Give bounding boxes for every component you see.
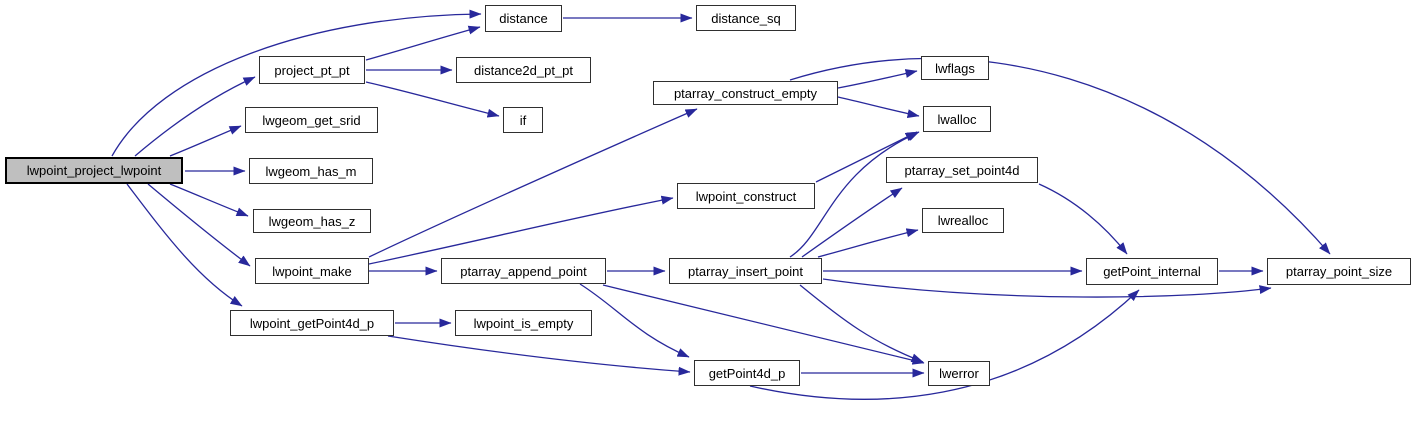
node-lwerror[interactable]: lwerror	[928, 361, 990, 386]
node-distance_sq[interactable]: distance_sq	[696, 5, 796, 31]
node-lwpoint_is_empty[interactable]: lwpoint_is_empty	[455, 310, 592, 336]
node-lwflags[interactable]: lwflags	[921, 56, 989, 80]
edge-ptarray_construct_empty-lwflags	[837, 69, 918, 89]
node-ptarray_set_point4d[interactable]: ptarray_set_point4d	[886, 157, 1038, 183]
edge-project_pt_pt-distance	[365, 25, 481, 61]
node-distance2d_pt_pt[interactable]: distance2d_pt_pt	[456, 57, 591, 83]
edge-lwpoint_construct-lwalloc	[815, 131, 918, 183]
edge-lwpoint_project_lwpoint-lwpoint_make	[147, 183, 251, 267]
edge-ptarray_construct_empty-ptarray_point_size	[789, 57, 1331, 255]
edge-lwpoint_project_lwpoint-lwgeom_has_z	[169, 183, 249, 217]
edge-ptarray_set_point4d-getPoint_internal	[1038, 183, 1128, 255]
edge-ptarray_append_point-lwerror	[602, 284, 925, 365]
node-ptarray_append_point[interactable]: ptarray_append_point	[441, 258, 606, 284]
edge-ptarray_insert_point-lwrealloc	[817, 228, 919, 258]
node-ptarray_point_size[interactable]: ptarray_point_size	[1267, 258, 1411, 285]
edge-ptarray_append_point-getPoint4d_p	[579, 283, 690, 358]
edge-ptarray_insert_point-lwalloc	[789, 131, 920, 258]
edge-ptarray_insert_point-ptarray_point_size	[822, 278, 1272, 298]
edge-lwpoint_project_lwpoint-lwpoint_getPoint4d_p	[126, 183, 243, 307]
node-ptarray_construct_empty[interactable]: ptarray_construct_empty	[653, 81, 838, 105]
node-lwgeom_get_srid[interactable]: lwgeom_get_srid	[245, 107, 378, 133]
node-if[interactable]: if	[503, 107, 543, 133]
edge-lwpoint_project_lwpoint-project_pt_pt	[134, 76, 256, 157]
node-lwpoint_construct[interactable]: lwpoint_construct	[677, 183, 815, 209]
node-project_pt_pt[interactable]: project_pt_pt	[259, 56, 365, 84]
node-getPoint_internal[interactable]: getPoint_internal	[1086, 258, 1218, 285]
edge-getPoint4d_p-getPoint_internal	[749, 289, 1140, 400]
node-lwgeom_has_z[interactable]: lwgeom_has_z	[253, 209, 371, 233]
node-lwpoint_project_lwpoint: lwpoint_project_lwpoint	[5, 157, 183, 184]
node-distance[interactable]: distance	[485, 5, 562, 32]
edge-lwpoint_project_lwpoint-lwgeom_get_srid	[169, 125, 242, 157]
edge-lwpoint_make-ptarray_construct_empty	[368, 108, 698, 258]
node-lwgeom_has_m[interactable]: lwgeom_has_m	[249, 158, 373, 184]
edge-ptarray_insert_point-lwerror	[799, 284, 924, 363]
node-ptarray_insert_point[interactable]: ptarray_insert_point	[669, 258, 822, 284]
node-lwpoint_getPoint4d_p[interactable]: lwpoint_getPoint4d_p	[230, 310, 394, 336]
node-lwalloc[interactable]: lwalloc	[923, 106, 991, 132]
edge-ptarray_construct_empty-lwalloc	[837, 96, 920, 119]
edge-lwpoint_getPoint4d_p-getPoint4d_p	[387, 335, 691, 376]
edge-lwpoint_project_lwpoint-distance	[111, 9, 482, 157]
edge-project_pt_pt-if	[365, 81, 500, 118]
node-lwpoint_make[interactable]: lwpoint_make	[255, 258, 369, 284]
node-getPoint4d_p[interactable]: getPoint4d_p	[694, 360, 800, 386]
node-lwrealloc[interactable]: lwrealloc	[922, 208, 1004, 233]
edge-ptarray_insert_point-ptarray_set_point4d	[801, 187, 903, 258]
edge-lwpoint_make-lwpoint_construct	[368, 195, 674, 265]
